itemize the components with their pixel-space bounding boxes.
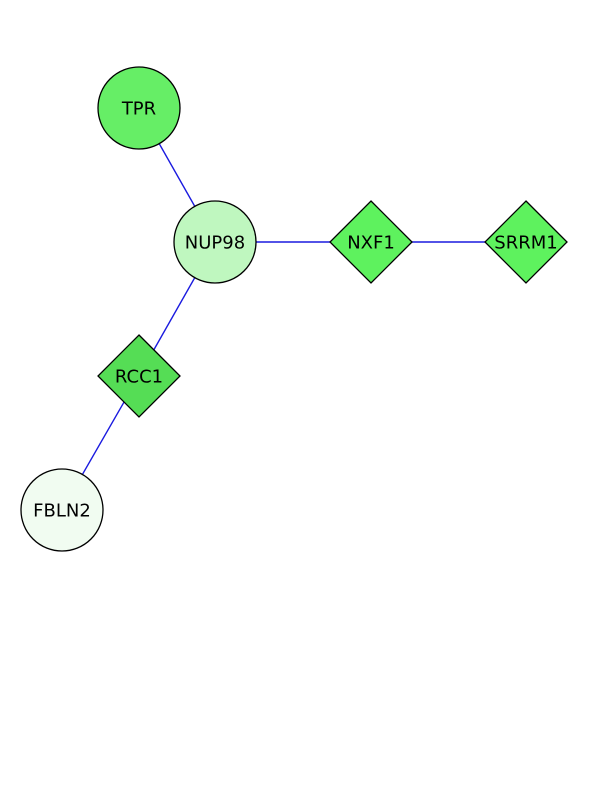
- node-nxf1[interactable]: NXF1: [329, 200, 413, 284]
- node-label: NUP98: [185, 233, 245, 254]
- node-circle-shape: [173, 200, 257, 284]
- node-diamond-shape: [329, 200, 413, 284]
- node-label: TPR: [121, 99, 156, 120]
- node-label: NXF1: [347, 233, 395, 254]
- node-label: SRRM1: [494, 233, 557, 254]
- node-diamond-shape: [484, 200, 568, 284]
- edges-layer: [61, 107, 526, 511]
- node-circle-shape: [20, 468, 104, 552]
- node-label: RCC1: [115, 367, 163, 388]
- node-nup98[interactable]: NUP98: [173, 200, 257, 284]
- node-srrm1[interactable]: SRRM1: [484, 200, 568, 284]
- node-circle-shape: [97, 66, 181, 150]
- node-tpr[interactable]: TPR: [97, 66, 181, 150]
- node-label: FBLN2: [33, 501, 91, 522]
- node-fbln2[interactable]: FBLN2: [20, 468, 104, 552]
- node-diamond-shape: [97, 334, 181, 418]
- node-rcc1[interactable]: RCC1: [97, 334, 181, 418]
